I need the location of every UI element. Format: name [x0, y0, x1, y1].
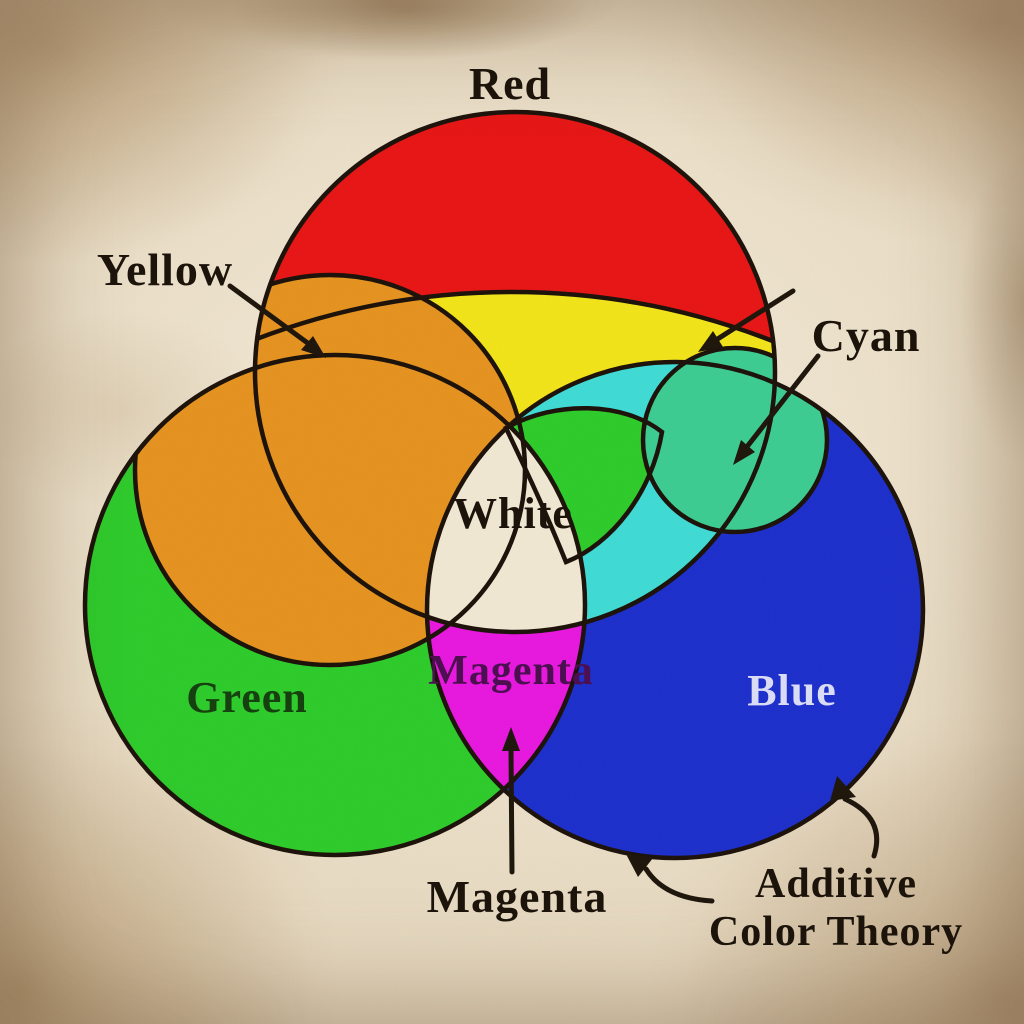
magenta-region-label: Magenta: [428, 648, 594, 694]
white-label: White: [453, 489, 573, 538]
red-label: Red: [468, 58, 552, 109]
yellow-label: Yellow: [96, 244, 234, 295]
magenta-callout-label: Magenta: [426, 871, 608, 922]
cyan-label: Cyan: [811, 310, 921, 361]
green-label: Green: [186, 673, 308, 722]
diagram-title-line2: Color Theory: [708, 909, 964, 955]
blue-label: Blue: [747, 666, 837, 715]
diagram-title-line1: Additive: [754, 861, 917, 907]
diagram-title: Additive Color Theory: [709, 860, 963, 956]
